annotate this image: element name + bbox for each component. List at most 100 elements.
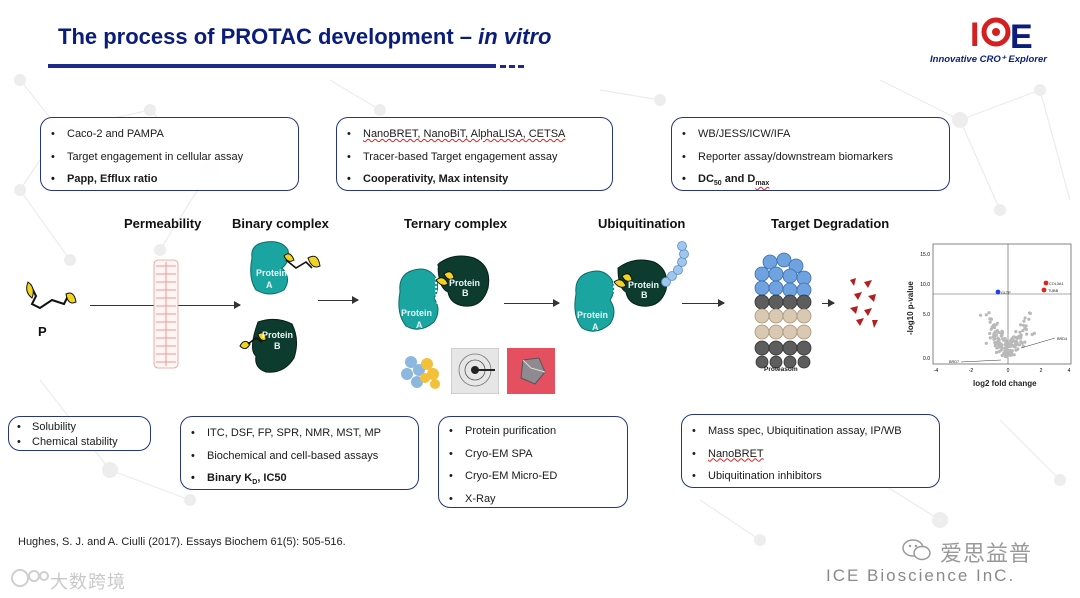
box-item: Target engagement in cellular assay (41, 146, 298, 169)
volcano-point (1008, 349, 1011, 352)
volcano-point (1022, 320, 1025, 323)
source-watermark: 大数跨境 (50, 568, 126, 594)
protein-b-label: Protein (628, 280, 659, 290)
volcano-point-col3a1 (1044, 281, 1049, 286)
degraded-fragments (846, 276, 882, 332)
ubiquitination-complex: Protein B Protein A (570, 240, 700, 340)
volcano-point (992, 335, 995, 338)
wechat-account-name: 爱思益普 (940, 536, 1032, 568)
volcano-point (1014, 345, 1017, 348)
protein-a-label: Protein (577, 310, 608, 320)
volcano-ytick: 0.0 (923, 356, 930, 362)
box-item: Ubiquitination inhibitors (682, 465, 939, 488)
logo-mark-i: I (970, 16, 979, 54)
p-label: P (38, 324, 47, 339)
box-item: Solubility (9, 420, 150, 435)
volcano-point (989, 321, 992, 324)
ic50-text: , IC50 (257, 472, 286, 484)
proteasome (748, 252, 818, 376)
box-item: Biochemical and cell-based assays (181, 445, 418, 468)
volcano-xticks: -4-2024 (934, 368, 1071, 374)
ubiquitin-chain (662, 242, 689, 287)
box-item: NanoBRET, NanoBiT, AlphaLISA, CETSA (337, 123, 612, 146)
volcano-point-gltp (996, 290, 1001, 295)
volcano-point (1022, 324, 1025, 327)
and-text: and (722, 173, 748, 185)
physicochemical-box: Solubility Chemical stability (8, 416, 151, 451)
volcano-xtick: 2 (1040, 368, 1043, 374)
box-item: ITC, DSF, FP, SPR, NMR, MST, MP (181, 422, 418, 445)
volcano-xtick: 0 (1007, 368, 1010, 374)
dc-text: DC (698, 173, 714, 185)
binary-complex-b: Protein B (236, 316, 306, 378)
protein-a-letter: A (416, 320, 423, 330)
box-item: X-Ray (439, 488, 627, 511)
process-arrow (822, 303, 834, 304)
volcano-point (1003, 352, 1006, 355)
volcano-point (1000, 343, 1003, 346)
degradation-assays-box: WB/JESS/ICW/IFA Reporter assay/downstrea… (671, 117, 950, 191)
volcano-xtick: 4 (1068, 368, 1071, 374)
box-item: Protein purification (439, 420, 627, 443)
volcano-point (1016, 337, 1019, 340)
box-item: Cooperativity, Max intensity (337, 168, 612, 191)
stage-label: Ternary complex (404, 216, 507, 231)
process-arrow (682, 303, 724, 304)
binary-assays-box: ITC, DSF, FP, SPR, NMR, MST, MP Biochemi… (180, 416, 419, 490)
structural-biology-box: Protein purification Cryo-EM SPA Cryo-EM… (438, 416, 628, 508)
volcano-point (1016, 341, 1019, 344)
volcano-point (1029, 312, 1032, 315)
volcano-point (989, 336, 992, 339)
kd-text: Binary K (207, 472, 252, 484)
protein-a-label: Protein (256, 268, 287, 278)
protein-b-letter: B (641, 290, 648, 300)
reference-citation: Hughes, S. J. and A. Ciulli (2017). Essa… (18, 536, 346, 548)
protein-b-letter: B (274, 341, 281, 351)
box-item: Tracer-based Target engagement assay (337, 146, 612, 169)
title-main: The process of PROTAC development – (58, 24, 472, 49)
volcano-point (996, 331, 999, 334)
volcano-point (991, 326, 994, 329)
slide-title: The process of PROTAC development – in v… (58, 24, 551, 50)
box-item: Papp, Efflux ratio (41, 168, 298, 191)
box-item-text: NanoBRET, NanoBiT, AlphaLISA, CETSA (363, 128, 565, 140)
volcano-annotation: TUBB (1048, 289, 1059, 293)
box-item: NanoBRET (682, 443, 939, 466)
box-item: Chemical stability (9, 435, 150, 450)
stage-label: Binary complex (232, 216, 329, 231)
volcano-point (987, 311, 990, 314)
volcano-plot: -log10 p-value log2 fold change 15.010.0… (903, 240, 1075, 390)
dc-subscript: 50 (714, 180, 722, 187)
box-item-binary-kd: Binary KD, IC50 (181, 467, 418, 495)
stage-label: Permeability (124, 216, 201, 231)
volcano-point (1000, 334, 1003, 337)
volcano-point (1027, 318, 1030, 321)
volcano-ytick: 10.0 (920, 282, 930, 288)
box-item: WB/JESS/ICW/IFA (672, 123, 949, 146)
volcano-point (1001, 337, 1004, 340)
protein-a-letter: A (266, 280, 273, 290)
title-underline-dash (500, 65, 506, 68)
process-arrow (504, 303, 559, 304)
volcano-point (995, 323, 998, 326)
volcano-point (1012, 340, 1015, 343)
volcano-point (1009, 354, 1012, 357)
volcano-point (992, 332, 995, 335)
title-underline (48, 64, 496, 68)
volcano-point (1018, 331, 1021, 334)
volcano-point (1019, 337, 1022, 340)
source-logo-icon (10, 566, 50, 590)
volcano-ylabel: -log10 p-value (906, 281, 915, 335)
title-italic: in vitro (478, 24, 551, 49)
stage-label: Target Degradation (771, 216, 889, 231)
volcano-point (1019, 323, 1022, 326)
permeability-assays-box: Caco-2 and PAMPA Target engagement in ce… (40, 117, 299, 191)
volcano-point (1024, 316, 1027, 319)
protein-a-label: Protein (401, 308, 432, 318)
wechat-icon (902, 538, 932, 562)
volcano-yticks: 15.010.05.00.0 (920, 252, 930, 362)
volcano-point (1025, 333, 1028, 336)
volcano-point (1007, 344, 1010, 347)
protein-b-letter: B (462, 288, 469, 298)
box-item: Caco-2 and PAMPA (41, 123, 298, 146)
